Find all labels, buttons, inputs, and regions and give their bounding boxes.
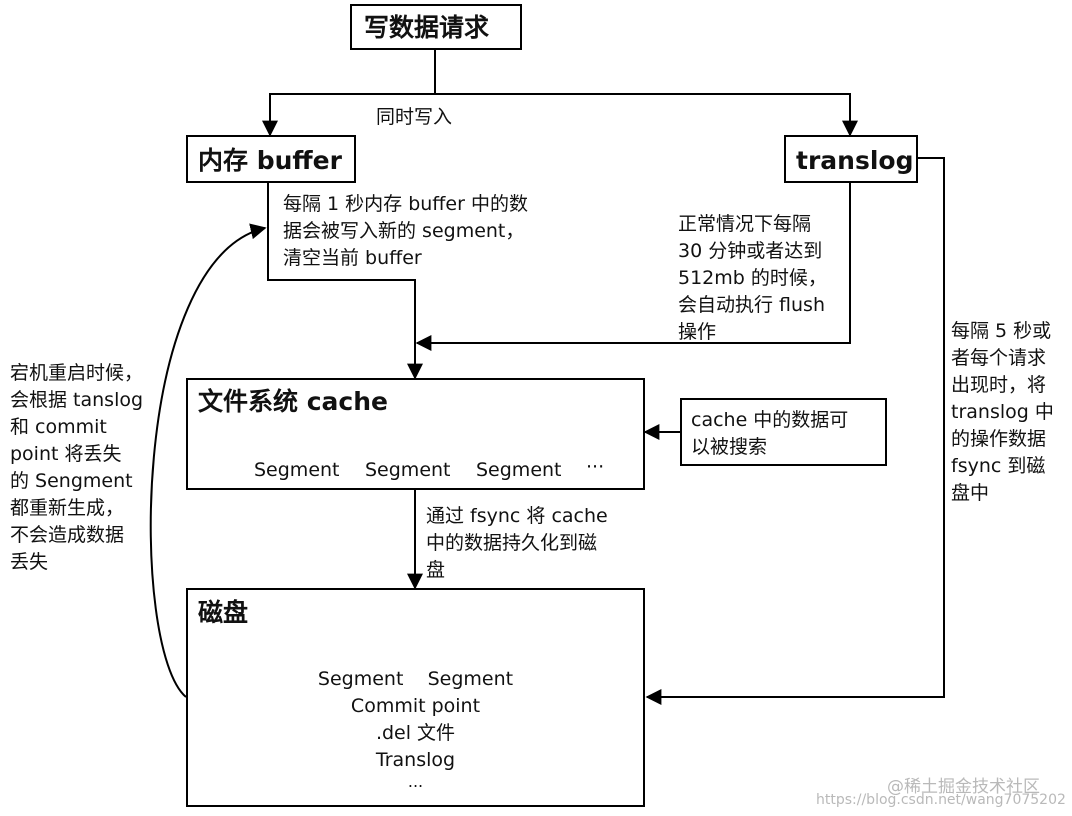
recovery-curve [149, 223, 267, 698]
disk-item-segments: Segment Segment [317, 668, 514, 690]
translog-flush-line-1: 正常情况下每隔 [678, 213, 812, 235]
memory-buffer-node: 内存 buffer [186, 135, 356, 183]
crash-recovery-line-6: 都重新生成， [10, 497, 125, 519]
fsync-persist-line-3: 盘 [426, 559, 446, 581]
translog-fsync-line-3: 出现时，将 [951, 374, 1047, 396]
crash-recovery-line-3: 和 commit [10, 416, 107, 438]
crash-recovery-line-1: 宕机重启时候， [10, 362, 144, 384]
translog-flush-line-5: 操作 [678, 321, 717, 343]
crash-recovery-line-4: point 将丢失 [10, 443, 122, 465]
buffer-refresh-line-2: 据会被写入新的 segment， [283, 220, 525, 242]
buffer-to-cache-line [267, 183, 423, 380]
cache-segment-ellipsis: ··· [586, 456, 605, 478]
cache-searchable-line-1: cache 中的数据可 [691, 409, 849, 431]
translog-node: translog [784, 135, 918, 183]
buffer-refresh-line-3: 清空当前 buffer [283, 247, 422, 269]
write-request-label: 写数据请求 [364, 13, 490, 42]
translog-label: translog [796, 146, 914, 175]
cache-segment: Segment [365, 459, 451, 481]
memory-buffer-label: 内存 buffer [198, 146, 342, 175]
translog-flush-line-2: 30 分钟或者达到 [678, 240, 823, 262]
crash-recovery-line-2: 会根据 tanslog [10, 389, 144, 411]
translog-fsync-line-7: 盘中 [951, 482, 990, 504]
crash-recovery-line-8: 丢失 [10, 551, 49, 573]
disk-node: 磁盘 Segment Segment Commit point .del 文件 … [186, 588, 645, 807]
request-split-line [262, 50, 436, 137]
translog-fsync-line-6: fsync 到磁 [951, 455, 1046, 477]
cache-segment: Segment [254, 459, 340, 481]
translog-fsync-line-1: 每隔 5 秒或 [951, 320, 1052, 342]
fsync-persist-line-2: 中的数据持久化到磁 [426, 532, 598, 554]
crash-recovery-line-7: 不会造成数据 [10, 524, 125, 546]
write-request-node: 写数据请求 [350, 4, 522, 50]
cache-segment: Segment [476, 459, 562, 481]
disk-title: 磁盘 [198, 598, 249, 627]
crash-recovery-line-5: 的 Sengment [10, 470, 133, 492]
cache-searchable-line-2: 以被搜索 [691, 436, 768, 458]
disk-item-ellipsis: ... [407, 772, 424, 791]
request-to-translog-line [435, 93, 858, 137]
translog-flush-line-4: 会自动执行 flush [678, 294, 825, 316]
fsync-persist-line-1: 通过 fsync 将 cache [426, 505, 608, 527]
translog-flush-line [415, 183, 851, 351]
translog-fsync-line-4: translog 中 [951, 401, 1054, 423]
fs-cache-node: 文件系统 cache Segment Segment Segment ··· [186, 378, 645, 490]
fs-cache-title: 文件系统 cache [198, 387, 388, 416]
brand-watermark: @稀土掘金技术社区 [887, 777, 1040, 797]
translog-flush-line-3: 512mb 的时候， [678, 267, 827, 289]
disk-item-translog: Translog [375, 749, 456, 771]
translog-fsync-line-2: 者每个请求 [951, 347, 1047, 369]
url-watermark: https://blog.csdn.net/wang7075202 [816, 792, 1066, 808]
simultaneous-write-label: 同时写入 [376, 106, 453, 128]
disk-item-commit-point: Commit point [350, 695, 481, 717]
cache-searchable-node: cache 中的数据可 以被搜索 [680, 398, 887, 466]
translog-fsync-line-5: 的操作数据 [951, 428, 1047, 450]
buffer-refresh-line-1: 每隔 1 秒内存 buffer 中的数 [283, 193, 528, 215]
disk-item-del-file: .del 文件 [375, 722, 456, 744]
translog-fsync-line [645, 157, 945, 705]
